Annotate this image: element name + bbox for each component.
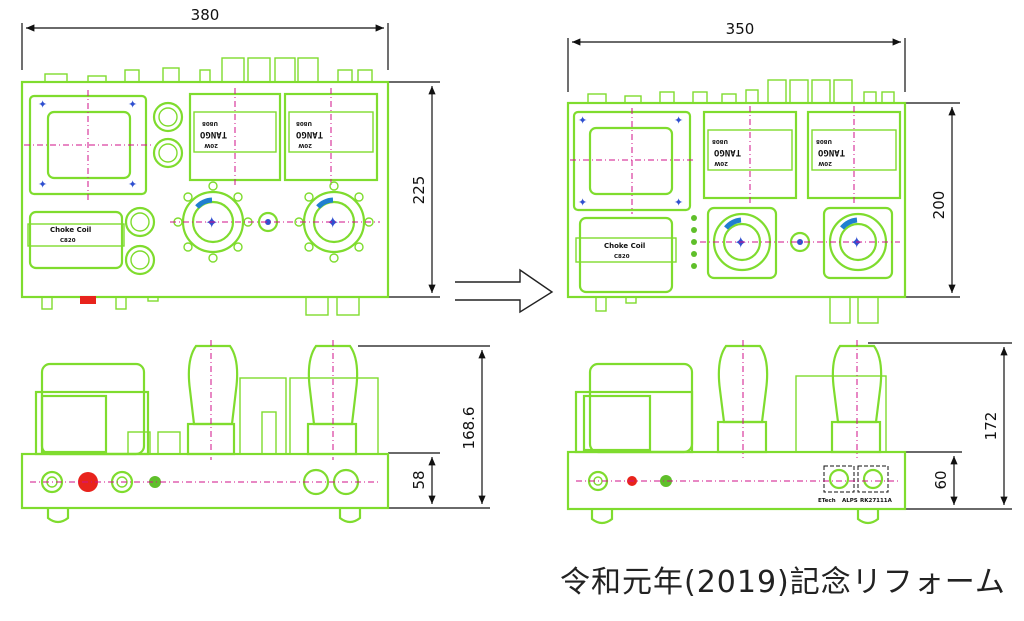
right-front-label-3: RK27111A <box>860 498 893 504</box>
left-top-view: 380 225 ✦ ✦ ✦ ✦ TANGO <box>20 6 440 316</box>
left-ot1-rating: 20W <box>204 142 218 148</box>
right-tube-socket-2: ✦ <box>822 206 894 280</box>
svg-text:✦: ✦ <box>326 213 339 232</box>
svg-text:✦: ✦ <box>128 178 137 191</box>
left-choke-label: Choke Coil <box>50 226 91 234</box>
left-choke-model: C820 <box>60 238 76 244</box>
svg-text:✦: ✦ <box>674 196 683 209</box>
left-ot2-model: U808 <box>296 120 312 126</box>
caption: 令和元年(2019)記念リフォーム <box>560 565 1006 600</box>
right-ot1-rating: 20W <box>714 160 728 166</box>
left-height-dim: 168.6 <box>460 407 478 450</box>
right-ot1-label: TANGO <box>713 147 741 157</box>
right-front-label-2: ALPS <box>842 498 858 504</box>
right-tube-socket-1: ✦ <box>706 206 778 280</box>
left-ot2-label: TANGO <box>295 129 323 139</box>
right-chassis-dim: 60 <box>932 470 950 489</box>
left-width-dim: 380 <box>191 6 220 24</box>
svg-text:✦: ✦ <box>38 98 47 111</box>
right-choke-label: Choke Coil <box>604 242 645 250</box>
left-ot1-model: U808 <box>202 120 218 126</box>
right-top-view: 350 200 ✦ ✦ ✦ ✦ TANGO U808 20W <box>566 20 960 324</box>
left-ot1-label: TANGO <box>199 129 227 139</box>
right-height-dim: 172 <box>982 412 1000 441</box>
arrow-right-icon <box>455 268 554 314</box>
svg-text:✦: ✦ <box>578 114 587 127</box>
right-width-dim: 350 <box>726 20 755 38</box>
right-ot2-model: U808 <box>816 138 832 144</box>
svg-text:✦: ✦ <box>578 196 587 209</box>
left-depth-dim: 225 <box>410 176 428 205</box>
right-front-label-1: ETech <box>818 498 836 504</box>
right-choke-model: C820 <box>614 254 630 260</box>
right-ot2-rating: 20W <box>818 160 832 166</box>
svg-text:✦: ✦ <box>38 178 47 191</box>
left-front-view: 168.6 58 <box>20 340 490 524</box>
right-ot2-label: TANGO <box>817 147 845 157</box>
svg-text:✦: ✦ <box>674 114 683 127</box>
right-depth-dim: 200 <box>930 191 948 220</box>
left-chassis-dim: 58 <box>410 470 428 489</box>
svg-text:✦: ✦ <box>128 98 137 111</box>
left-ot2-rating: 20W <box>298 142 312 148</box>
right-front-view: 172 60 ETech ALPS RK27111A <box>566 340 1012 525</box>
right-ot1-model: U808 <box>712 138 728 144</box>
